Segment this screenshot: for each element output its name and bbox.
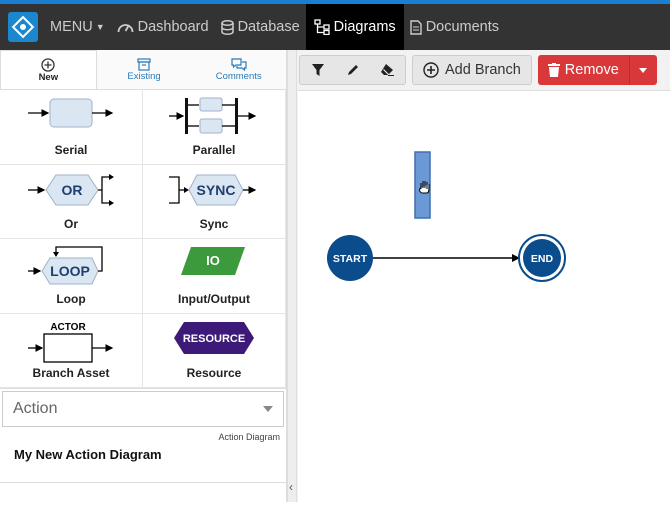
palette-loop-label: Loop — [56, 291, 86, 306]
tool-button-group — [299, 55, 406, 85]
sitemap-icon — [313, 19, 330, 35]
sync-shape-icon: SYNC — [169, 174, 257, 205]
plus-circle-icon — [423, 62, 439, 78]
branch-asset-shape-icon: ACTOR — [28, 322, 114, 363]
palette-or-label: Or — [63, 217, 78, 231]
nav-dashboard[interactable]: Dashboard — [111, 4, 215, 50]
end-node-label: END — [531, 253, 554, 265]
panel-tabs: New Existing Comments — [0, 50, 286, 90]
pencil-icon — [347, 65, 358, 75]
remove-label: Remove — [564, 62, 619, 78]
actor-shape-text: ACTOR — [50, 322, 86, 333]
diagram-type-value: Action — [13, 400, 58, 417]
archive-icon — [137, 57, 151, 71]
palette-branch-asset-label: Branch Asset — [32, 366, 110, 380]
palette-serial-label: Serial — [54, 142, 88, 157]
palette-sync-label: Sync — [199, 217, 229, 231]
caret-down-icon — [639, 67, 648, 73]
sync-shape-text: SYNC — [197, 182, 236, 198]
nav-documents-label: Documents — [425, 19, 500, 35]
diagram-name[interactable]: My New Action Diagram — [14, 447, 162, 462]
tab-existing-label: Existing — [127, 70, 161, 82]
nav-database-label: Database — [237, 19, 300, 35]
palette-resource-label: Resource — [186, 366, 242, 380]
remove-dropdown-toggle[interactable] — [628, 55, 657, 85]
loop-shape-text: LOOP — [50, 263, 90, 279]
canvas-svg: START END — [327, 151, 566, 282]
app-logo[interactable] — [8, 12, 38, 42]
pencil-button[interactable] — [335, 56, 370, 84]
dashboard-icon — [117, 24, 134, 33]
palette-resource[interactable]: RESOURCE Resource — [143, 313, 286, 388]
resource-shape-icon: RESOURCE — [174, 321, 254, 354]
left-panel: New Existing Comments Serial — [0, 50, 287, 502]
tab-comments[interactable]: Comments — [191, 50, 286, 89]
tab-comments-label: Comments — [215, 70, 262, 82]
palette-parallel[interactable]: Parallel — [143, 90, 286, 165]
connector-arrowhead — [512, 254, 520, 262]
resource-shape-text: RESOURCE — [183, 333, 245, 345]
end-node[interactable]: END — [518, 234, 566, 282]
plus-circle-icon — [41, 57, 55, 72]
diagram-type-select[interactable]: Action — [2, 391, 284, 427]
eraser-icon — [381, 64, 394, 76]
remove-button-group: Remove — [537, 55, 657, 85]
top-navbar: MENU▼ Dashboard Database Diagrams Docume… — [0, 4, 670, 50]
add-branch-label: Add Branch — [445, 62, 521, 78]
palette-serial[interactable]: Serial — [0, 90, 143, 165]
nav-database[interactable]: Database — [215, 4, 306, 50]
menu-button[interactable]: MENU▼ — [44, 4, 111, 50]
collapse-chevron-icon[interactable]: ‹ — [289, 480, 293, 494]
serial-shape-icon — [28, 98, 114, 128]
editor-toolbar: Add Branch Remove — [297, 50, 670, 90]
filter-button[interactable] — [300, 56, 335, 84]
hand-cursor-icon — [419, 181, 430, 194]
io-shape-text: IO — [206, 253, 220, 268]
nav-diagrams-label: Diagrams — [333, 19, 396, 35]
panel-divider — [0, 482, 287, 483]
palette-loop[interactable]: LOOP Loop — [0, 239, 143, 314]
tab-new-label: New — [38, 71, 59, 83]
tab-existing[interactable]: Existing — [97, 50, 192, 89]
shape-palette: Serial Parallel OR — [0, 90, 286, 389]
eraser-button[interactable] — [370, 56, 405, 84]
menu-label: MENU — [50, 19, 93, 35]
filter-icon — [311, 64, 324, 76]
palette-sync[interactable]: SYNC Sync — [143, 164, 286, 239]
document-icon — [409, 19, 422, 35]
database-icon — [220, 19, 234, 35]
palette-parallel-label: Parallel — [192, 142, 236, 157]
chevron-down-icon — [263, 406, 273, 412]
panel-splitter[interactable]: ‹ — [287, 50, 297, 502]
remove-button[interactable]: Remove — [537, 55, 629, 85]
add-branch-button[interactable]: Add Branch — [412, 55, 532, 85]
nav-documents[interactable]: Documents — [404, 4, 505, 50]
or-shape-text: OR — [62, 182, 83, 198]
tab-new[interactable]: New — [0, 50, 97, 89]
nav-dashboard-label: Dashboard — [137, 19, 209, 35]
palette-io-label: Input/Output — [178, 291, 250, 306]
diagram-canvas[interactable]: START END — [298, 90, 670, 502]
trash-icon — [547, 63, 560, 77]
palette-io[interactable]: IO Input/Output — [143, 239, 286, 314]
caret-down-icon: ▼ — [95, 22, 105, 32]
or-shape-icon: OR — [28, 173, 114, 206]
loop-shape-icon: LOOP — [28, 246, 103, 285]
editor-area: Add Branch Remove START END — [297, 50, 670, 502]
comments-icon — [231, 57, 247, 71]
diagram-type-label: Action Diagram — [218, 432, 280, 442]
start-node-label: START — [333, 253, 368, 265]
io-shape-icon: IO — [181, 247, 245, 275]
nav-diagrams[interactable]: Diagrams — [305, 4, 404, 50]
top-accent-stripe — [0, 0, 670, 4]
palette-branch-asset[interactable]: ACTOR Branch Asset — [0, 313, 143, 388]
start-node[interactable]: START — [327, 235, 373, 281]
palette-or[interactable]: OR Or — [0, 164, 143, 239]
parallel-shape-icon — [169, 97, 257, 134]
